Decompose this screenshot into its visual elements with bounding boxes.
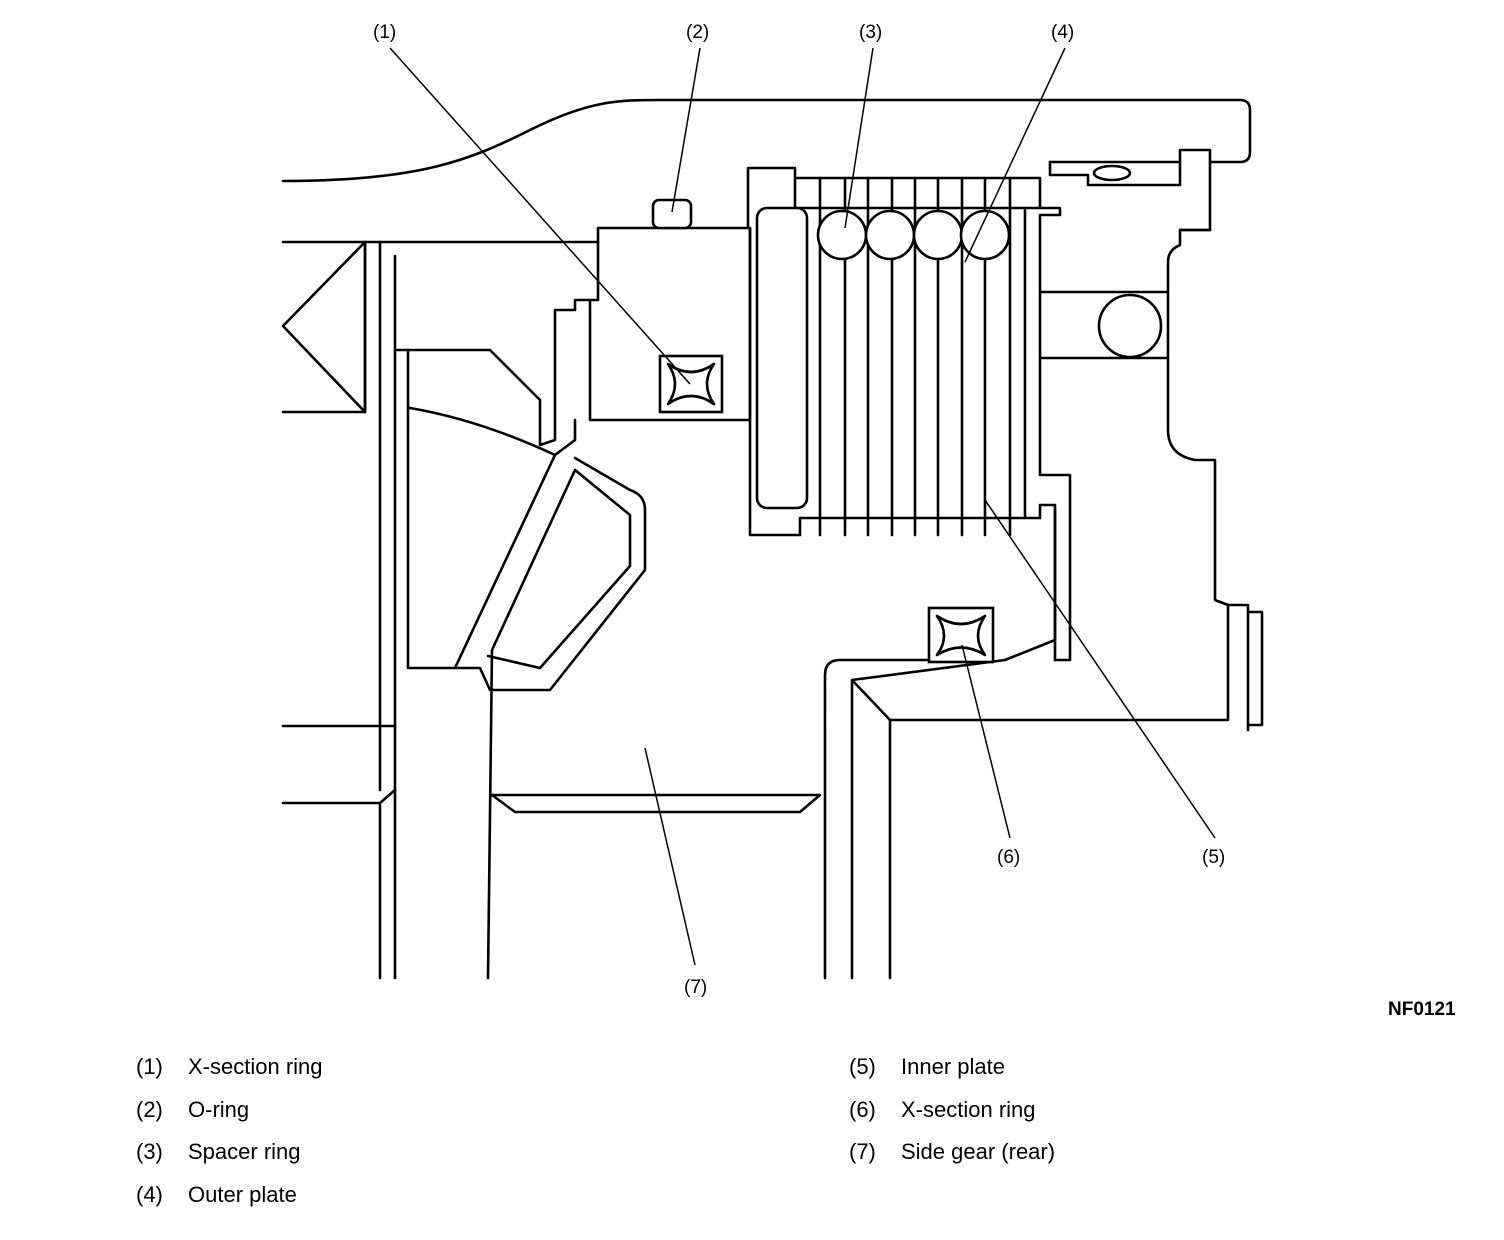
legend-label: Outer plate <box>188 1181 297 1207</box>
legend-label: Inner plate <box>901 1054 1005 1079</box>
callout-3: (3) <box>859 22 882 43</box>
clutch-drum <box>746 166 1072 662</box>
spacer-rings <box>816 209 1011 261</box>
legend-item-1: (1) X-section ring <box>136 1054 323 1097</box>
bottom-left-lines <box>281 724 397 805</box>
legend-item-5: (5) Inner plate <box>849 1054 1055 1097</box>
legend-item-6: (6) X-section ring <box>849 1097 1055 1140</box>
callout-1: (1) <box>373 22 396 43</box>
callout-5: (5) <box>1202 847 1225 868</box>
left-wall <box>363 240 397 980</box>
x-section-ring-6 <box>927 606 995 664</box>
left-cone <box>281 240 367 414</box>
legend-item-7: (7) Side gear (rear) <box>849 1139 1055 1182</box>
clutch-hub-left <box>748 226 1057 662</box>
side-gear-cam-inner <box>486 468 632 980</box>
cross-section-diagram: (1) (2) (3) (4) (5) (6) (7) <box>281 22 1264 998</box>
side-gear-lower <box>490 793 822 814</box>
legend-right: (5) Inner plate (6) X-section ring (7) Side… <box>849 1054 1055 1182</box>
housing-outline <box>281 98 1252 183</box>
legend-num: (7) <box>849 1139 876 1164</box>
legend-num: (6) <box>849 1096 876 1122</box>
housing-right-flange <box>1226 603 1264 732</box>
legend-num: (1) <box>136 1054 163 1079</box>
piston-step <box>588 240 600 302</box>
legend-num: (5) <box>849 1054 876 1079</box>
figure-code: NF0121 <box>1388 999 1456 1020</box>
legend-left: (1) X-section ring (2) O-ring (3) Spacer ri… <box>136 1054 323 1224</box>
callout-4: (4) <box>1051 22 1074 43</box>
side-gear-hub <box>823 508 1057 980</box>
legend-num: (4) <box>136 1181 163 1207</box>
legend-item-3: (3) Spacer ring <box>136 1139 323 1182</box>
plate-inner-lines <box>844 270 986 505</box>
side-gear-cam <box>453 456 647 692</box>
legend-item-2: (2) O-ring <box>136 1097 323 1140</box>
callout-2: (2) <box>686 22 709 43</box>
legend-label: Side gear (rear) <box>901 1139 1056 1164</box>
legend-label: X-section ring <box>188 1054 323 1079</box>
small-seal <box>1092 164 1132 182</box>
leader-lines <box>389 47 1216 966</box>
legend-label: X-section ring <box>901 1096 1036 1122</box>
legend-label: Spacer ring <box>188 1139 301 1164</box>
legend-label: O-ring <box>188 1096 250 1122</box>
legend-num: (2) <box>136 1096 163 1122</box>
legend-item-4: (4) Outer plate <box>136 1182 323 1225</box>
callout-6: (6) <box>997 847 1020 868</box>
callout-7: (7) <box>684 977 707 998</box>
retainer-plate <box>755 206 809 510</box>
o-ring-2 <box>651 198 693 230</box>
side-gear-body <box>406 350 577 670</box>
bearing-ball <box>1097 293 1163 359</box>
x-section-ring-1 <box>658 354 724 414</box>
housing-right-wall <box>888 148 1230 722</box>
legend-num: (3) <box>136 1139 163 1164</box>
bearing-race <box>1038 290 1170 360</box>
